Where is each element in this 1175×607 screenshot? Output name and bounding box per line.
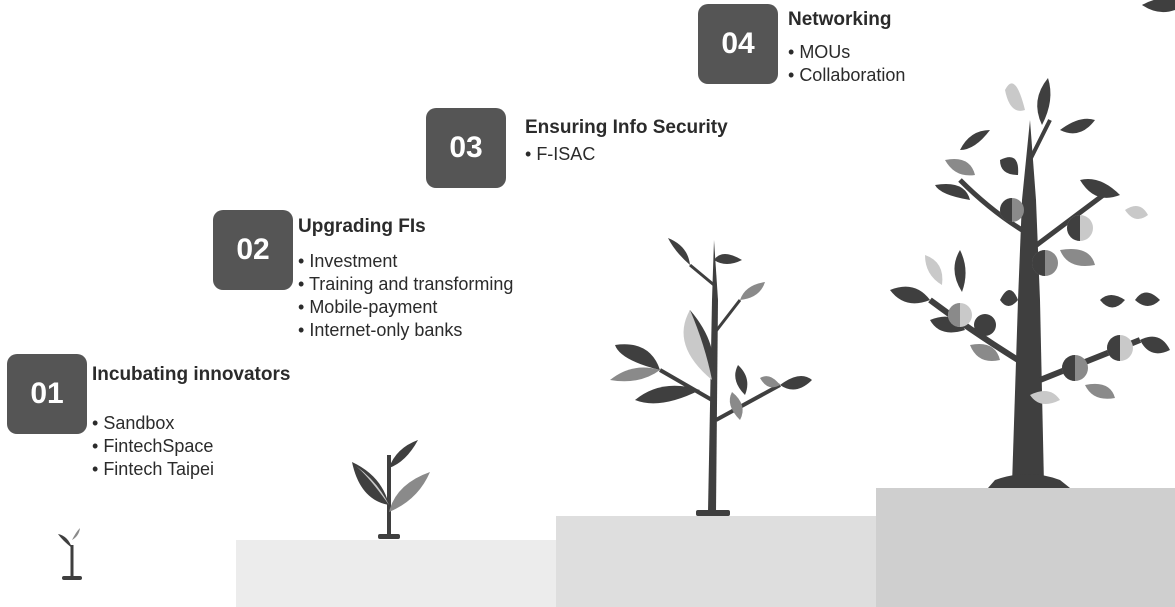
step-number-badge: 01	[7, 354, 87, 434]
step-01-content: Incubating innovators Sandbox FintechSpa…	[92, 364, 290, 481]
step-title: Networking	[788, 9, 892, 30]
step-number-badge: 02	[213, 210, 293, 290]
bullet-list: MOUs Collaboration	[788, 41, 905, 87]
step-number-badge: 04	[698, 4, 778, 84]
bullet-item: Training and transforming	[298, 273, 513, 296]
bullet-item: FintechSpace	[92, 435, 290, 458]
stair-step-2	[556, 516, 876, 607]
step-02-content: Upgrading FIs Investment Training and tr…	[298, 216, 513, 342]
bullet-item: Internet-only banks	[298, 319, 513, 342]
step-number: 01	[30, 377, 64, 410]
bullet-list: F-ISAC	[525, 143, 728, 166]
sprout-icon	[352, 440, 430, 539]
step-number: 02	[236, 233, 270, 266]
bullet-item: Sandbox	[92, 412, 290, 435]
mature-tree-icon	[890, 0, 1175, 488]
bullet-item: MOUs	[788, 41, 905, 64]
bullet-list: Investment Training and transforming Mob…	[298, 250, 513, 342]
step-title: Incubating innovators	[92, 364, 291, 385]
step-number: 04	[721, 27, 755, 60]
step-04-content: Networking MOUs Collaboration	[788, 9, 905, 87]
young-tree-icon	[610, 238, 812, 516]
bullet-item: F-ISAC	[525, 143, 728, 166]
step-03-content: Ensuring Info Security F-ISAC	[525, 117, 728, 166]
bullet-item: Mobile-payment	[298, 296, 513, 319]
step-number-badge: 03	[426, 108, 506, 188]
bullet-item: Investment	[298, 250, 513, 273]
stair-step-3	[876, 488, 1175, 607]
stair-step-1	[236, 540, 556, 607]
seedling-icon	[58, 528, 82, 580]
step-number: 03	[449, 131, 483, 164]
bullet-list: Sandbox FintechSpace Fintech Taipei	[92, 412, 290, 481]
step-title: Ensuring Info Security	[525, 117, 728, 138]
step-title: Upgrading FIs	[298, 216, 426, 237]
bullet-item: Collaboration	[788, 64, 905, 87]
bullet-item: Fintech Taipei	[92, 458, 290, 481]
